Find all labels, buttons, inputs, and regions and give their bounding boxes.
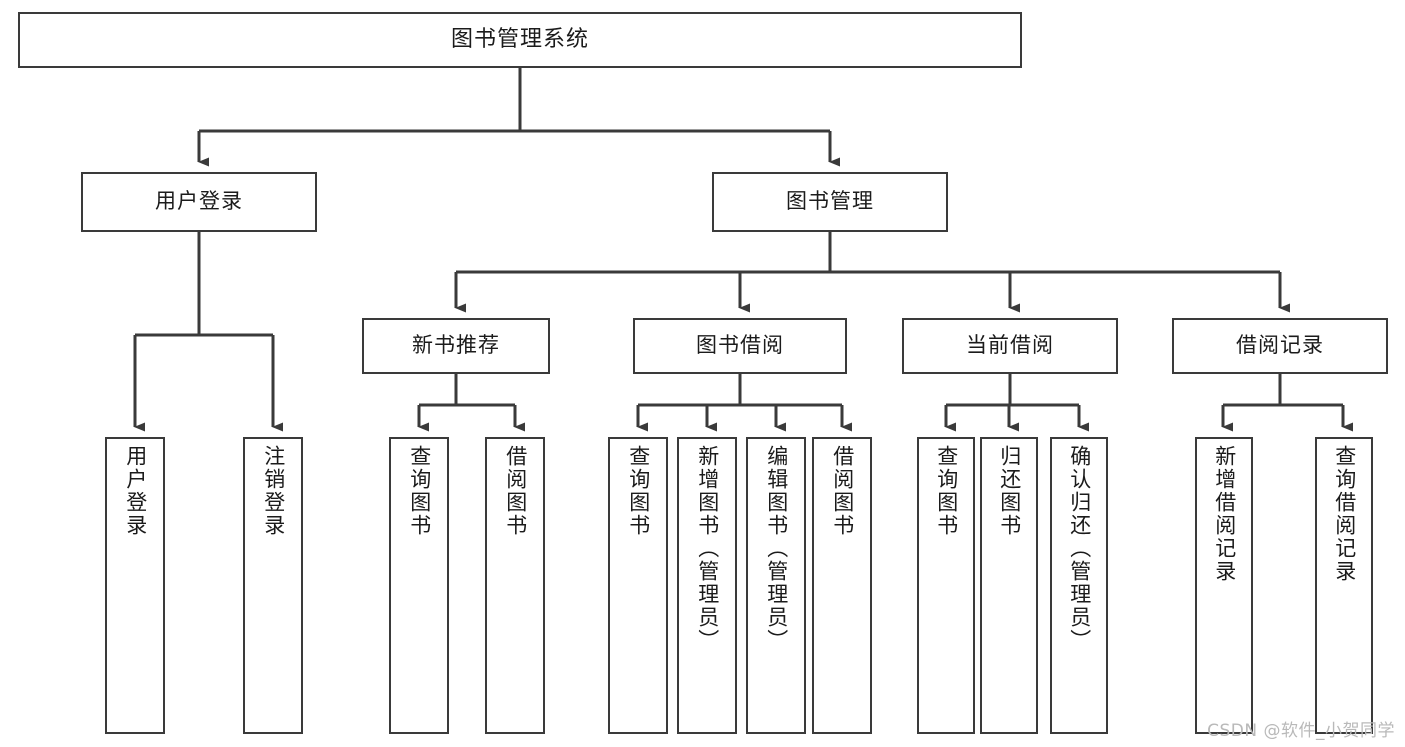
leaf-borrow-record-add[interactable]: 新增借阅记录: [1195, 437, 1253, 734]
leaf-current-borrow-return[interactable]: 归还图书: [980, 437, 1038, 734]
leaf-book-borrow-add[interactable]: 新增图书（管理员）: [677, 437, 737, 734]
leaf-label: 新增图书（管理员）: [695, 445, 720, 652]
leaf-label: 注销登录: [261, 445, 286, 537]
node-borrow-record[interactable]: 借阅记录: [1172, 318, 1388, 374]
node-book-management[interactable]: 图书管理: [712, 172, 948, 232]
leaf-current-borrow-query[interactable]: 查询图书: [917, 437, 975, 734]
leaf-label: 查询借阅记录: [1332, 445, 1357, 583]
leaf-new-book-borrow[interactable]: 借阅图书: [485, 437, 545, 734]
leaf-label: 查询图书: [934, 445, 959, 537]
leaf-user-login-signout[interactable]: 注销登录: [243, 437, 303, 734]
leaf-user-login-signin[interactable]: 用户登录: [105, 437, 165, 734]
leaf-label: 借阅图书: [503, 445, 528, 537]
leaf-borrow-record-query[interactable]: 查询借阅记录: [1315, 437, 1373, 734]
leaf-label: 确认归还（管理员）: [1067, 445, 1092, 652]
leaf-label: 归还图书: [997, 445, 1022, 537]
node-book-borrow[interactable]: 图书借阅: [633, 318, 847, 374]
leaf-label: 查询图书: [407, 445, 432, 537]
leaf-new-book-query[interactable]: 查询图书: [389, 437, 449, 734]
leaf-current-borrow-confirm[interactable]: 确认归还（管理员）: [1050, 437, 1108, 734]
node-root-system[interactable]: 图书管理系统: [18, 12, 1022, 68]
csdn-watermark: CSDN @软件_小贺同学: [1207, 721, 1395, 741]
leaf-book-borrow-query[interactable]: 查询图书: [608, 437, 668, 734]
node-current-borrow[interactable]: 当前借阅: [902, 318, 1118, 374]
leaf-label: 新增借阅记录: [1212, 445, 1237, 583]
leaf-label: 查询图书: [626, 445, 651, 537]
leaf-label: 用户登录: [123, 445, 148, 537]
leaf-label: 借阅图书: [830, 445, 855, 537]
node-user-login[interactable]: 用户登录: [81, 172, 317, 232]
leaf-label: 编辑图书（管理员）: [764, 445, 789, 652]
leaf-book-borrow-lend[interactable]: 借阅图书: [812, 437, 872, 734]
leaf-book-borrow-edit[interactable]: 编辑图书（管理员）: [746, 437, 806, 734]
node-new-book-recommend[interactable]: 新书推荐: [362, 318, 550, 374]
